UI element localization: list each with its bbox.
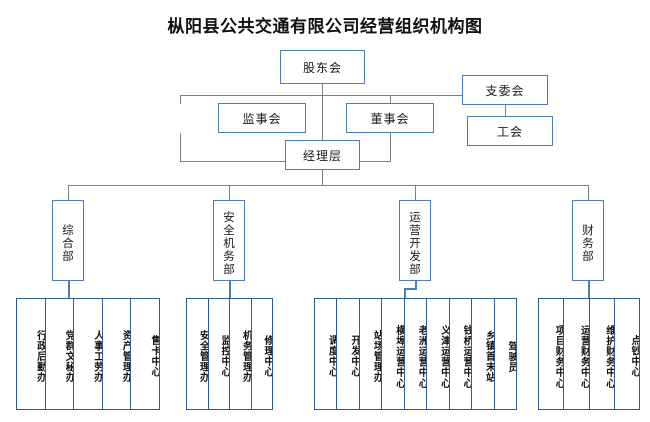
leaf-item[interactable]: 机务管理办 — [230, 299, 252, 409]
department-operation-label: 运营开发部 — [408, 211, 423, 276]
leaf-row-operation: 调度中心开发中心站场管理办横埠运营中心老洲运营中心义津运营中心钱桥运营中心乡镇首… — [314, 298, 517, 410]
node-party-branch-committee-label: 支委会 — [485, 83, 525, 98]
leaf-item[interactable]: 党群文秘办 — [46, 299, 75, 409]
department-general-label: 综合部 — [61, 224, 76, 263]
connector-to-supervisory — [180, 95, 182, 104]
connector-board-to-management — [358, 161, 391, 163]
leaf-item[interactable]: 点钞中心 — [629, 335, 639, 378]
node-supervisory-board-label: 监事会 — [242, 111, 282, 126]
leaf-item[interactable]: 监控中心 — [209, 299, 230, 409]
leaf-item[interactable]: 驾驶员 — [505, 340, 516, 373]
connector-bus-to-safety — [229, 185, 231, 200]
connector-finance-to-children — [588, 281, 590, 299]
department-finance[interactable]: 财务部 — [572, 200, 604, 281]
connector-bus-to-operation — [415, 185, 417, 200]
connector-supervisory-down — [180, 133, 182, 162]
node-labor-union[interactable]: 工会 — [467, 116, 553, 146]
department-finance-label: 财务部 — [581, 224, 596, 263]
connector-bus-to-finance — [588, 185, 590, 200]
connector-department-bus — [68, 185, 589, 187]
node-management-layer-label: 经理层 — [302, 148, 342, 163]
leaf-item[interactable]: 老洲运营中心 — [405, 299, 428, 409]
connector-top-bus — [180, 95, 465, 97]
connector-operation-step-mid — [404, 288, 417, 290]
leaf-item[interactable]: 运营财务中心 — [564, 299, 590, 409]
leaf-item[interactable]: 站场管理办 — [360, 299, 383, 409]
department-safety-label: 安全机务部 — [222, 211, 237, 276]
leaf-item[interactable]: 开发中心 — [337, 299, 360, 409]
connector-general-to-children — [68, 281, 70, 299]
leaf-row-safety: 安全管理办监控中心机务管理办修理中心 — [186, 298, 273, 410]
node-shareholders[interactable]: 股东会 — [280, 50, 365, 84]
leaf-item[interactable]: 安全管理办 — [187, 299, 209, 409]
connector-operation-step-bottom — [404, 288, 406, 299]
leaf-row-finance: 项目财务中心运营财务中心维护财务中心 点钞中心 — [538, 298, 640, 410]
leaf-item[interactable]: 修理中心 — [262, 335, 272, 378]
department-operation[interactable]: 运营开发部 — [399, 200, 431, 281]
page-title: 枞阳县公共交通有限公司经营组织机构图 — [167, 17, 483, 37]
leaf-item[interactable]: 维护财务中心 — [590, 299, 615, 409]
leaf-item[interactable]: 乡镇首末站 — [472, 299, 495, 409]
leaf-item[interactable]: 售卡中心 — [148, 335, 159, 378]
leaf-item[interactable]: 资产管理办 — [103, 299, 132, 409]
department-safety[interactable]: 安全机务部 — [213, 200, 245, 281]
leaf-item[interactable]: 横埠运营中心 — [382, 299, 405, 409]
node-party-branch-committee[interactable]: 支委会 — [462, 75, 548, 105]
node-management-layer[interactable]: 经理层 — [285, 140, 360, 170]
connector-shareholders-to-management — [322, 84, 324, 142]
connector-safety-to-children — [229, 281, 231, 299]
leaf-item[interactable]: 行政后勤办 — [17, 299, 46, 409]
connector-supervisory-to-management — [180, 161, 287, 163]
department-general[interactable]: 综合部 — [52, 200, 84, 281]
node-supervisory-board[interactable]: 监事会 — [218, 103, 306, 133]
connector-bus-to-general — [68, 185, 70, 200]
connector-party-branch-to-union — [505, 105, 507, 116]
node-board-of-directors[interactable]: 董事会 — [346, 103, 434, 133]
node-board-of-directors-label: 董事会 — [370, 111, 410, 126]
leaf-item[interactable]: 义津运营中心 — [427, 299, 450, 409]
connector-management-down — [322, 170, 324, 186]
node-labor-union-label: 工会 — [496, 124, 523, 139]
leaf-row-general: 行政后勤办党群文秘办人事工劳办资产管理办 售卡中心 — [16, 298, 160, 410]
leaf-item[interactable]: 人事工劳办 — [74, 299, 103, 409]
leaf-item[interactable]: 项目财务中心 — [539, 299, 565, 409]
connector-to-board — [390, 95, 392, 104]
connector-board-down — [390, 133, 392, 162]
connector-operation-step-top — [415, 281, 417, 289]
leaf-item[interactable]: 调度中心 — [315, 299, 338, 409]
node-shareholders-label: 股东会 — [302, 60, 342, 75]
leaf-item[interactable]: 钱桥运营中心 — [450, 299, 473, 409]
